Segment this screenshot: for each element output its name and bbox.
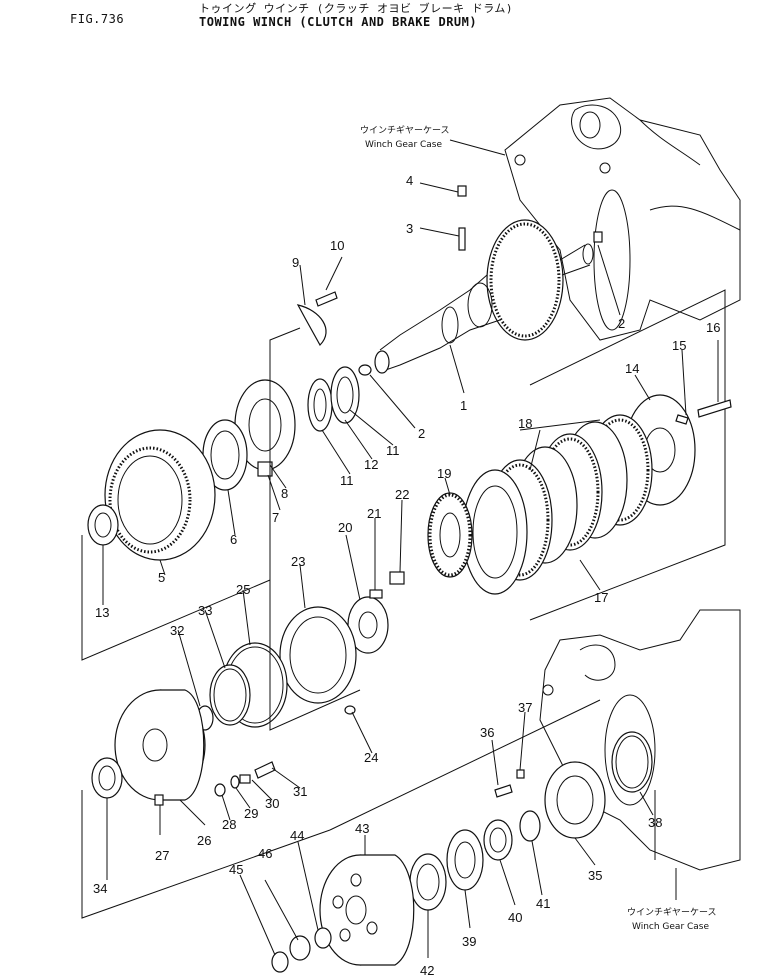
oil-seal-34-inner bbox=[98, 765, 116, 791]
o-ring-38 bbox=[611, 731, 653, 793]
callout-30: 30 bbox=[265, 796, 279, 811]
callout-34: 34 bbox=[93, 881, 107, 896]
callout-44: 44 bbox=[290, 828, 304, 843]
spacer-bearing-set bbox=[409, 810, 541, 911]
bevel-gear-shaft bbox=[374, 219, 594, 374]
callout-35: 35 bbox=[588, 868, 602, 883]
bearing-carrier bbox=[494, 761, 606, 839]
callout-38: 38 bbox=[648, 815, 662, 830]
callout-16: 16 bbox=[706, 320, 720, 335]
callout-40: 40 bbox=[508, 910, 522, 925]
pin-and-bolt bbox=[457, 185, 603, 251]
bracket-line-lower-left bbox=[81, 790, 331, 919]
clutch-hub bbox=[427, 492, 473, 578]
oil-seal-13-inner bbox=[94, 512, 112, 538]
callout-17: 17 bbox=[594, 590, 608, 605]
callout-7: 7 bbox=[272, 510, 279, 525]
callout-46: 46 bbox=[258, 846, 272, 861]
bracket-line-lower-right bbox=[329, 699, 656, 860]
leader-lines bbox=[102, 139, 719, 958]
callout-11-a: 11 bbox=[340, 473, 354, 488]
callout-32: 32 bbox=[170, 623, 184, 638]
flange-and-seal bbox=[202, 379, 296, 491]
callout-2-upper: 2 bbox=[618, 316, 625, 331]
title-japanese: トゥイング゙ ウインチ (クラッチ オヨビ ブレーキ ドラム) bbox=[199, 2, 514, 15]
clutch-disc-pack bbox=[462, 414, 653, 595]
title-english: TOWING WINCH (CLUTCH AND BRAKE DRUM) bbox=[199, 15, 478, 29]
callout-20: 20 bbox=[338, 520, 352, 535]
lock-plate-and-bolt bbox=[296, 291, 338, 346]
callout-19: 19 bbox=[437, 466, 451, 481]
callout-27: 27 bbox=[155, 848, 169, 863]
callout-41: 41 bbox=[536, 896, 550, 911]
callout-28: 28 bbox=[222, 817, 236, 832]
callout-numbers: 1 2 2 3 4 5 6 7 8 9 10 11 11 12 13 14 15… bbox=[93, 173, 720, 978]
callout-6: 6 bbox=[230, 532, 237, 547]
callout-31: 31 bbox=[293, 784, 307, 799]
gear-case-label-top-en: Winch Gear Case bbox=[365, 140, 442, 150]
gear-case-label-bottom-jp: ウインチギヤーケース bbox=[627, 907, 717, 918]
callout-1: 1 bbox=[460, 398, 467, 413]
oil-seal-34 bbox=[91, 757, 123, 799]
bracket-line-left bbox=[81, 327, 301, 661]
callout-4: 4 bbox=[406, 173, 413, 188]
callout-18: 18 bbox=[518, 416, 532, 431]
callout-23: 23 bbox=[291, 554, 305, 569]
figure-number: FIG.736 bbox=[70, 12, 125, 26]
callout-13: 13 bbox=[95, 605, 109, 620]
brake-drum bbox=[319, 854, 415, 966]
retainer-spring bbox=[347, 571, 405, 654]
callout-15: 15 bbox=[672, 338, 686, 353]
callout-33: 33 bbox=[198, 603, 212, 618]
callout-42: 42 bbox=[420, 963, 434, 978]
winch-gear-case-upper bbox=[504, 97, 741, 341]
ring-gear bbox=[104, 429, 216, 561]
callout-22: 22 bbox=[395, 487, 409, 502]
callout-43: 43 bbox=[355, 821, 369, 836]
callout-29: 29 bbox=[244, 806, 258, 821]
callout-37: 37 bbox=[518, 700, 532, 715]
callout-8: 8 bbox=[281, 486, 288, 501]
o-ring-38-inner bbox=[615, 735, 649, 789]
callout-25: 25 bbox=[236, 582, 250, 597]
callout-11-b: 11 bbox=[386, 443, 400, 458]
callout-12: 12 bbox=[364, 457, 378, 472]
nut-washer-set bbox=[271, 927, 332, 973]
oil-seal-13 bbox=[87, 504, 119, 546]
gear-case-label-bottom-en: Winch Gear Case bbox=[632, 922, 709, 932]
callout-2-lower: 2 bbox=[418, 426, 425, 441]
callout-36: 36 bbox=[480, 725, 494, 740]
piston-and-rings bbox=[196, 580, 361, 731]
callout-39: 39 bbox=[462, 934, 476, 949]
callout-10: 10 bbox=[330, 238, 344, 253]
bracket-line-right bbox=[529, 289, 726, 621]
callout-9: 9 bbox=[292, 255, 299, 270]
callout-24: 24 bbox=[364, 750, 378, 765]
bearings bbox=[307, 364, 372, 432]
callout-21: 21 bbox=[367, 506, 381, 521]
callout-14: 14 bbox=[625, 361, 639, 376]
callout-3: 3 bbox=[406, 221, 413, 236]
callout-5: 5 bbox=[158, 570, 165, 585]
callout-26: 26 bbox=[197, 833, 211, 848]
gear-case-label-top-jp: ウインチギヤーケース bbox=[360, 125, 450, 136]
brake-cylinder bbox=[114, 689, 276, 806]
callout-45: 45 bbox=[229, 862, 243, 877]
